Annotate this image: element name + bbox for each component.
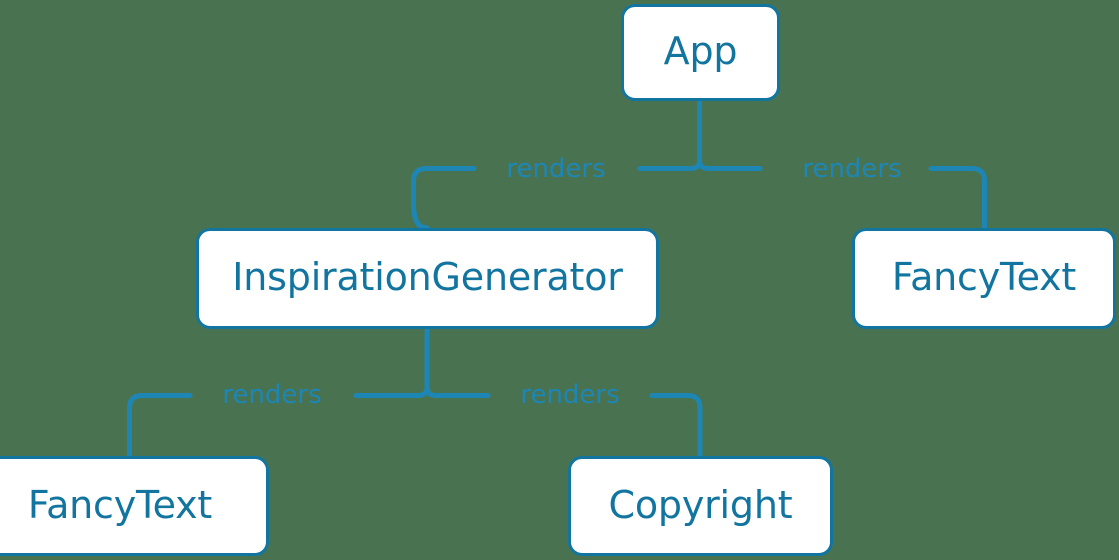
- edge-label-app-to-inspiration-generator: renders: [506, 154, 606, 184]
- node-fancytext-left[interactable]: FancyText: [0, 456, 269, 556]
- node-fancytext-left-label: FancyText: [27, 482, 213, 527]
- node-inspiration-generator-label: InspirationGenerator: [232, 255, 623, 299]
- node-inspiration-generator[interactable]: InspirationGenerator: [196, 228, 659, 329]
- edge-label-app-to-fancytext-right: renders: [802, 154, 902, 184]
- edge-inspiration-to-fancytext-seg-b: [127, 393, 193, 459]
- edge-inspiration-to-fancytext-seg-a: [353, 384, 430, 398]
- node-copyright[interactable]: Copyright: [568, 456, 833, 556]
- edge-app-to-inspiration-right-seg: [637, 157, 702, 171]
- edge-label-inspiration-generator-to-copyright: renders: [520, 380, 620, 410]
- edge-app-to-fancytext-right-seg-b: [928, 166, 987, 231]
- edge-inspiration-to-copyright-seg-a: [424, 384, 491, 398]
- edge-inspiration-to-copyright-seg-b: [649, 393, 703, 459]
- node-copyright-label: Copyright: [608, 482, 793, 527]
- edge-app-to-inspiration-left-seg: [411, 166, 477, 231]
- node-app[interactable]: App: [621, 4, 780, 101]
- node-fancytext-right-label: FancyText: [891, 255, 1077, 299]
- node-app-label: App: [663, 29, 738, 73]
- edge-label-inspiration-generator-to-fancytext-left: renders: [222, 380, 322, 410]
- edge-app-to-fancytext-right-seg-a: [697, 157, 763, 171]
- node-fancytext-right[interactable]: FancyText: [852, 228, 1116, 329]
